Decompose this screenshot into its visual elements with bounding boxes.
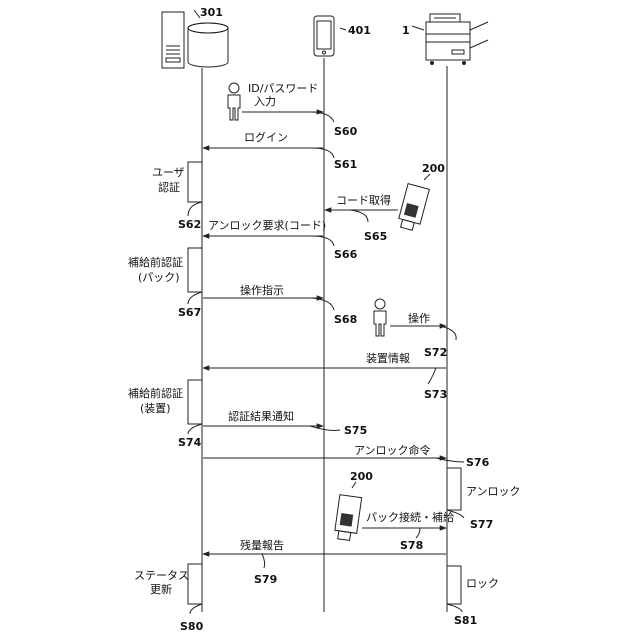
s76-leader: [436, 458, 464, 462]
s76-step: S76: [466, 456, 490, 469]
status-update-line2: 更新: [150, 582, 172, 596]
status-update-line1: ステータス: [134, 569, 189, 582]
s66-step: S66: [334, 248, 358, 261]
s65-step: S65: [364, 230, 387, 243]
pack-auth-line1: 補給前認証: [128, 255, 183, 269]
unlock-bracket: [447, 468, 461, 510]
s75-leader: [310, 426, 340, 431]
s72-leader: [440, 326, 456, 340]
status-update-bracket: [188, 564, 202, 604]
s72-step: S72: [424, 346, 447, 359]
device-auth-line1: 補給前認証: [128, 386, 183, 400]
server-database-icon: [162, 12, 228, 68]
lock-bracket: [447, 566, 461, 604]
printer-ref: 1: [402, 24, 410, 37]
s61-leader: [312, 148, 334, 158]
user-auth-line1: ユーザ: [152, 166, 185, 179]
s74-leader: [188, 424, 202, 434]
s73-leader: [428, 368, 436, 384]
s77-step: S77: [470, 518, 493, 531]
lock-label: ロック: [466, 577, 499, 590]
device-auth-line2: (装置): [140, 402, 171, 415]
s66-leader: [312, 236, 334, 246]
s74-label: 認証結果通知: [228, 409, 294, 423]
s60-label-line2: 入力: [254, 95, 276, 108]
s67-leader: [188, 292, 202, 304]
pack-auth-line2: (パック): [138, 271, 180, 284]
s68-leader: [312, 298, 334, 310]
printer-icon: [426, 14, 488, 65]
s68-step: S68: [334, 313, 357, 326]
s79-leader: [262, 554, 265, 568]
s76-label: アンロック命令: [354, 443, 431, 457]
s78-label: パック接続・補給: [366, 510, 454, 524]
unlock-label: アンロック: [466, 485, 521, 498]
s65-label: コード取得: [336, 194, 391, 207]
ink-pack-icon: [397, 184, 430, 232]
s61-step: S61: [334, 158, 357, 171]
s79-step: S79: [254, 573, 277, 586]
smartphone-icon: [314, 16, 334, 56]
s67-step: S67: [178, 306, 201, 319]
pack-ref-1: 200: [422, 162, 445, 175]
user-figure-icon: [228, 83, 240, 120]
s80-leader: [190, 604, 202, 614]
s62-leader: [188, 202, 202, 216]
s73-label: 装置情報: [366, 352, 410, 365]
user-auth-line2: 認証: [158, 180, 180, 194]
s73-step: S73: [424, 388, 447, 401]
user-auth-bracket: [188, 162, 202, 202]
pack-auth-bracket: [188, 248, 202, 292]
s75-step: S75: [344, 424, 367, 437]
operator-figure-icon: [374, 299, 386, 336]
s79-label: 残量報告: [240, 538, 284, 552]
phone-ref: 401: [348, 24, 371, 37]
s62-step: S62: [178, 218, 201, 231]
s81-step: S81: [454, 614, 477, 627]
s60-label-line1: ID/パスワード: [248, 82, 318, 95]
s78-leader: [416, 528, 420, 538]
s78-step: S78: [400, 539, 423, 552]
s67-label: 操作指示: [240, 283, 284, 297]
pack-ref-2: 200: [350, 470, 373, 483]
s62-label: アンロック要求(コード): [208, 219, 326, 232]
server-ref: 301: [200, 6, 223, 19]
ink-pack-icon: [334, 495, 362, 542]
s60-leader: [310, 112, 334, 122]
s65-leader: [350, 210, 368, 222]
s80-step: S80: [180, 620, 204, 633]
s61-label: ログイン: [244, 130, 288, 144]
s60-step: S60: [334, 125, 358, 138]
device-auth-bracket: [188, 380, 202, 424]
s72-label: 操作: [408, 311, 430, 325]
s81-leader: [447, 604, 462, 612]
s74-step: S74: [178, 436, 202, 449]
